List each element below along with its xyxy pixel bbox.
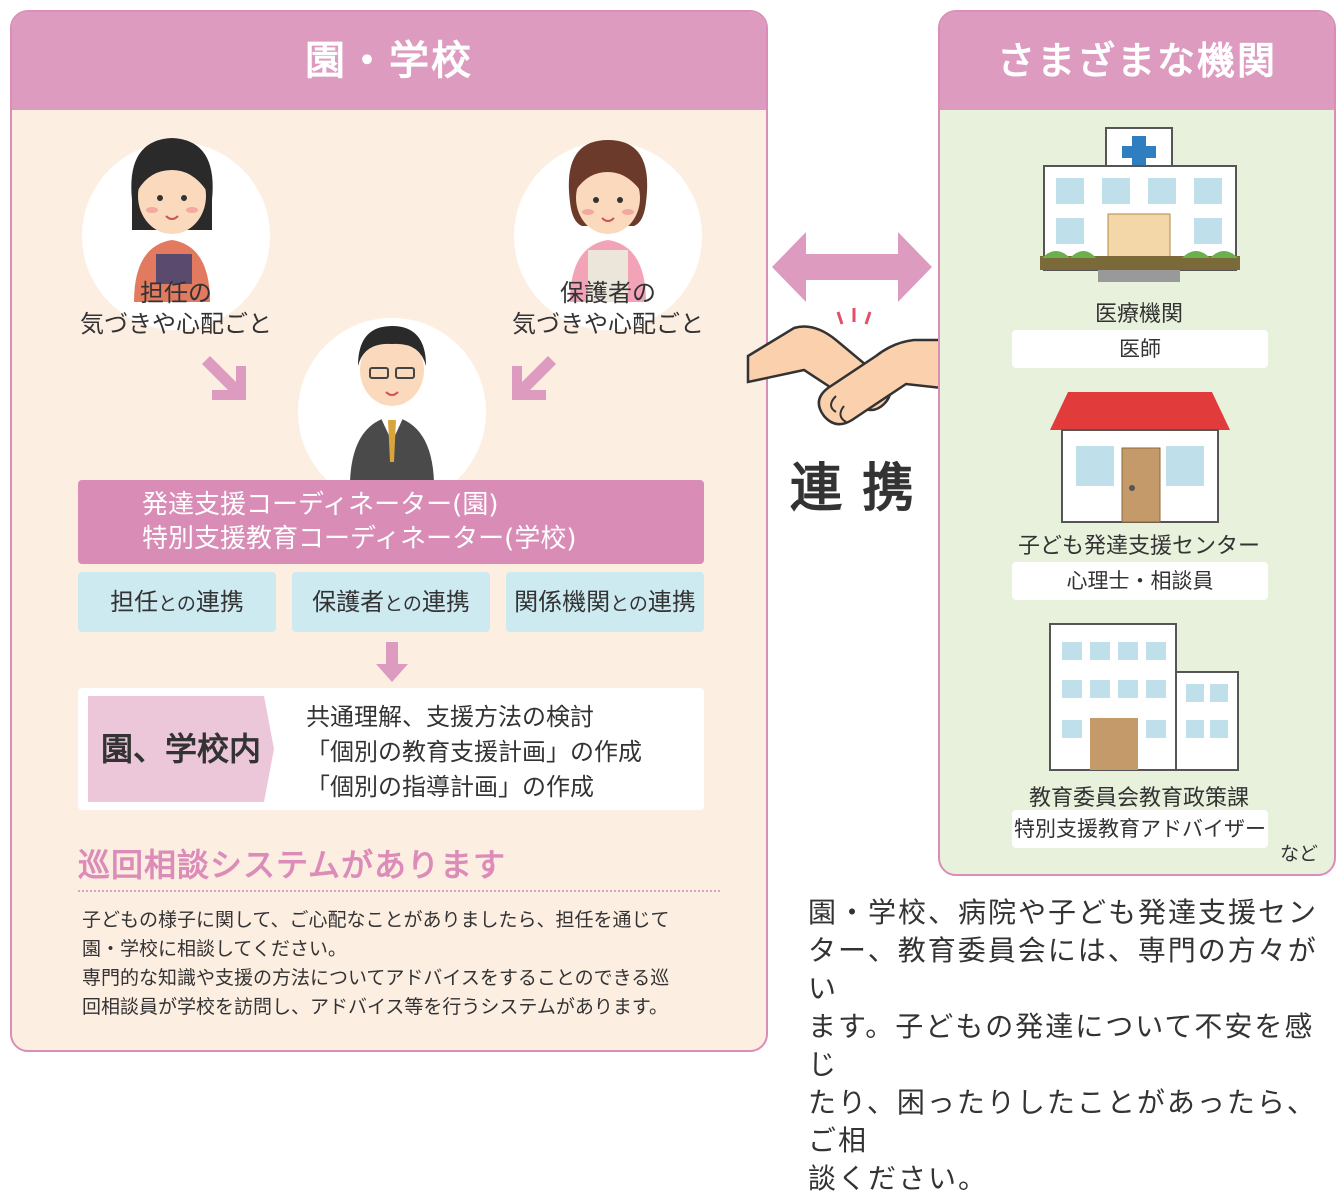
- school-panel-title: 園・学校: [12, 12, 766, 110]
- link-institutions-small: との: [610, 593, 648, 615]
- institution-3-role: 特別支援教育アドバイザー: [1012, 810, 1268, 848]
- renkei-label: 連携: [790, 459, 935, 519]
- institution-2-role: 心理士・相談員: [1012, 562, 1268, 600]
- link-guardian-main: 保護者: [312, 588, 385, 616]
- link-institutions-main: 関係機関: [514, 588, 611, 616]
- bottom-line-2: ター、教育委員会には、専門の方々がい: [808, 934, 1318, 1005]
- support-center-icon: [1050, 392, 1230, 523]
- education-office-icon: [1049, 623, 1239, 771]
- guardian-concern: 保護者の 気づきや心配ごと: [498, 278, 718, 340]
- bottom-description: 園・学校、病院や子ども発達支援セン ター、教育委員会には、専門の方々がい ます。…: [808, 894, 1336, 1198]
- school-panel: 園・学校 担任の 気づきや心配ごと 保護者の 気づきや心配ごと: [10, 10, 768, 1052]
- tour-line-4: 回相談員が学校を訪問し、アドバイス等を行うシステムがあります。: [82, 996, 668, 1018]
- guardian-illustration: [568, 140, 648, 302]
- arrow-down-right-icon: [202, 356, 246, 400]
- institution-1-name: 医療機関: [1094, 302, 1183, 327]
- inner-box: 園、学校内 共通理解、支援方法の検討 「個別の教育支援計画」の作成 「個別の指導…: [78, 688, 704, 810]
- teacher-concern-line2: 気づきや心配ごと: [80, 310, 272, 338]
- tour-title: 巡回相談システムがあります: [78, 846, 507, 884]
- teacher-concern-line1: 担任の: [140, 279, 212, 307]
- guardian-concern-line1: 保護者の: [560, 279, 656, 307]
- inner-lines: 共通理解、支援方法の検討 「個別の教育支援計画」の作成 「個別の指導計画」の作成: [306, 700, 642, 805]
- teacher-concern: 担任の 気づきや心配ごと: [66, 278, 286, 340]
- tour-line-3: 専門的な知識や支援の方法についてアドバイスをすることのできる巡: [82, 967, 670, 989]
- link-institutions-end: 連携: [647, 588, 696, 616]
- inner-label: 園、学校内: [88, 696, 274, 802]
- bottom-line-3: ます。子どもの発達について不安を感じ: [808, 1010, 1315, 1081]
- link-teacher-main: 担任: [110, 588, 159, 616]
- link-guardian-small: との: [384, 593, 422, 615]
- hospital-icon: [1040, 127, 1240, 282]
- institution-2-name: 子ども発達支援センター: [1017, 534, 1260, 559]
- arrow-down-icon: [376, 642, 408, 682]
- bottom-line-5: 談ください。: [808, 1162, 989, 1195]
- link-guardian-end: 連携: [421, 588, 470, 616]
- link-guardian: 保護者との連携: [292, 572, 490, 632]
- tour-body: 子どもの様子に関して、ご心配なことがありましたら、担任を通じて 園・学校に相談し…: [82, 906, 722, 1022]
- etc-label: など: [1279, 843, 1318, 865]
- institutions-panel: さまざまな機関 医療機関 医師 子ども発達支援センター 心理士・相談員: [938, 10, 1336, 876]
- coordinator-line2: 特別支援教育コーディネーター(学校): [142, 524, 577, 554]
- bottom-line-1: 園・学校、病院や子ども発達支援セン: [808, 896, 1319, 929]
- tour-line-2: 園・学校に相談してください。: [82, 938, 347, 960]
- link-teacher: 担任との連携: [78, 572, 276, 632]
- coordinator-line1: 発達支援コーディネーター(園): [142, 490, 499, 520]
- teacher-illustration: [131, 138, 213, 302]
- inner-line-2: 「個別の教育支援計画」の作成: [306, 738, 642, 766]
- tour-divider: [78, 890, 720, 892]
- coordinator-box: 発達支援コーディネーター(園) 特別支援教育コーディネーター(学校): [78, 480, 704, 564]
- coordinator-illustration: [350, 326, 434, 482]
- link-teacher-end: 連携: [195, 588, 244, 616]
- institution-1-role: 医師: [1012, 330, 1268, 368]
- institutions-panel-title: さまざまな機関: [940, 12, 1334, 110]
- institution-3-name: 教育委員会教育政策課: [1028, 786, 1249, 811]
- link-institutions: 関係機関との連携: [506, 572, 704, 632]
- tour-line-1: 子どもの様子に関して、ご心配なことがありましたら、担任を通じて: [82, 909, 670, 931]
- bottom-line-4: たり、困ったりしたことがあったら、ご相: [808, 1086, 1317, 1157]
- arrow-down-left-icon: [512, 356, 556, 400]
- handshake-icon: [746, 308, 962, 426]
- guardian-concern-line2: 気づきや心配ごと: [512, 310, 704, 338]
- link-teacher-small: との: [158, 593, 196, 615]
- inner-line-1: 共通理解、支援方法の検討: [306, 703, 594, 731]
- inner-line-3: 「個別の指導計画」の作成: [306, 773, 594, 801]
- double-arrow-icon: [772, 232, 932, 302]
